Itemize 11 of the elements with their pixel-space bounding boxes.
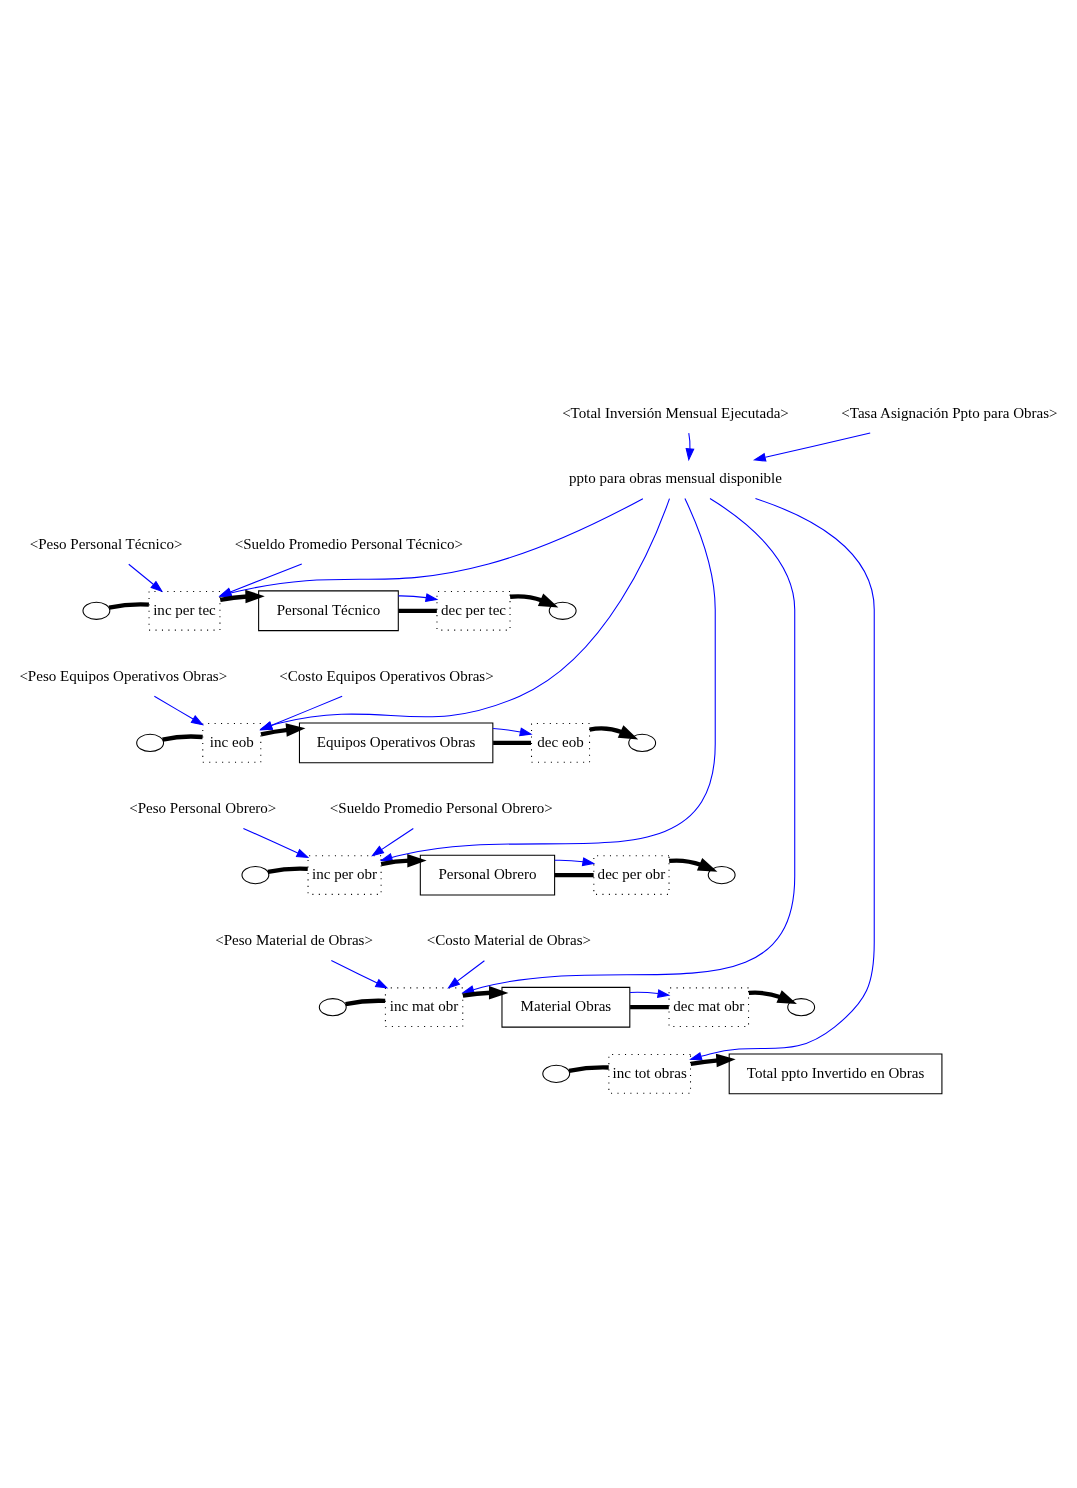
- node-text: <Peso Personal Técnico>: [29, 535, 183, 552]
- node-text: <Costo Equipos Operativos Obras>: [279, 667, 494, 684]
- node-text: <Costo Material de Obras>: [426, 932, 592, 949]
- node-text: <Peso Equipos Operativos Obras>: [19, 667, 228, 684]
- node-text: <Tasa Asignación Ppto para Obras>: [841, 404, 1058, 421]
- node-text: <Peso Personal Obrero>: [129, 799, 277, 816]
- node-text: <Sueldo Promedio Personal Técnico>: [234, 535, 464, 552]
- node-text: <Peso Material de Obras>: [215, 932, 373, 949]
- node-text: <Total Inversión Mensual Ejecutada>: [562, 404, 789, 421]
- node-text: ppto para obras mensual disponible: [569, 470, 782, 487]
- node-text: <Sueldo Promedio Personal Obrero>: [329, 799, 553, 816]
